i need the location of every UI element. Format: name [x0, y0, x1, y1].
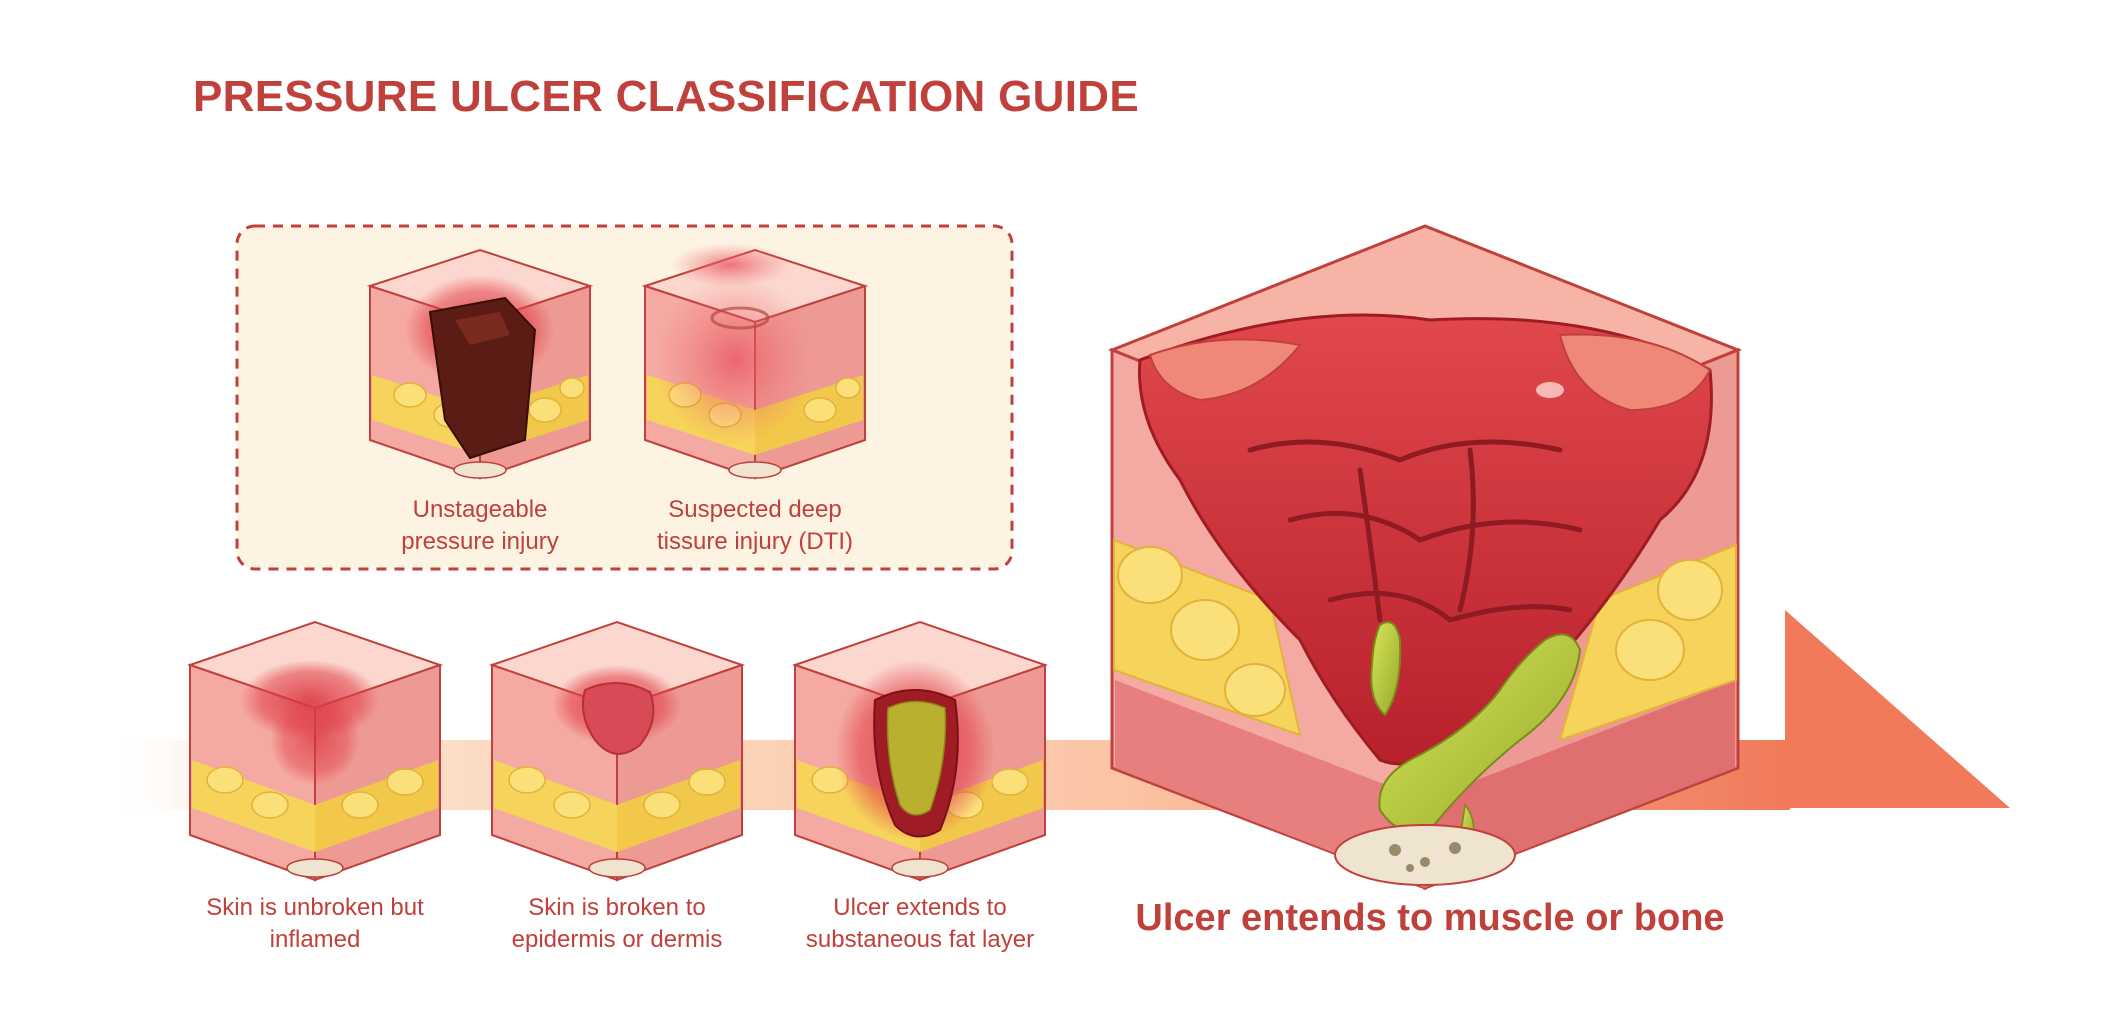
- stage4-cube: [1107, 224, 1743, 891]
- stage4-caption: Ulcer entends to muscle or bone: [1135, 897, 1725, 939]
- stage3-cube: [791, 620, 1049, 882]
- unstageable-caption: Unstageable pressure injury: [370, 494, 590, 558]
- dti-cube: [641, 243, 869, 480]
- dti-caption: Suspected deep tissure injury (DTI): [635, 494, 875, 558]
- unstaged-panel: [235, 224, 1014, 571]
- stage3-caption: Ulcer extends to substaneous fat layer: [775, 892, 1065, 956]
- stage2-caption-line2: epidermis or dermis: [511, 926, 723, 953]
- stage1-cube: [186, 620, 444, 882]
- page-title: PRESSURE ULCER CLASSIFICATION GUIDE: [193, 72, 1139, 121]
- unstageable-caption-line2: pressure injury: [401, 528, 559, 555]
- stage3-caption-line1: Ulcer extends to: [833, 894, 1007, 921]
- stage1-caption-line1: Skin is unbroken but: [206, 894, 424, 921]
- dti-caption-line2: tissure injury (DTI): [656, 528, 854, 555]
- dti-caption-line1: Suspected deep: [668, 496, 842, 523]
- stage2-caption-line1: Skin is broken to: [528, 894, 706, 921]
- unstageable-caption-line1: Unstageable: [412, 496, 548, 523]
- stage1-caption-line2: inflamed: [269, 926, 361, 953]
- unstageable-cube: [366, 248, 594, 480]
- stage1-caption: Skin is unbroken but inflamed: [175, 892, 455, 956]
- stage2-caption: Skin is broken to epidermis or dermis: [477, 892, 757, 956]
- stage3-caption-line2: substaneous fat layer: [805, 926, 1035, 953]
- stage2-cube: [488, 620, 746, 882]
